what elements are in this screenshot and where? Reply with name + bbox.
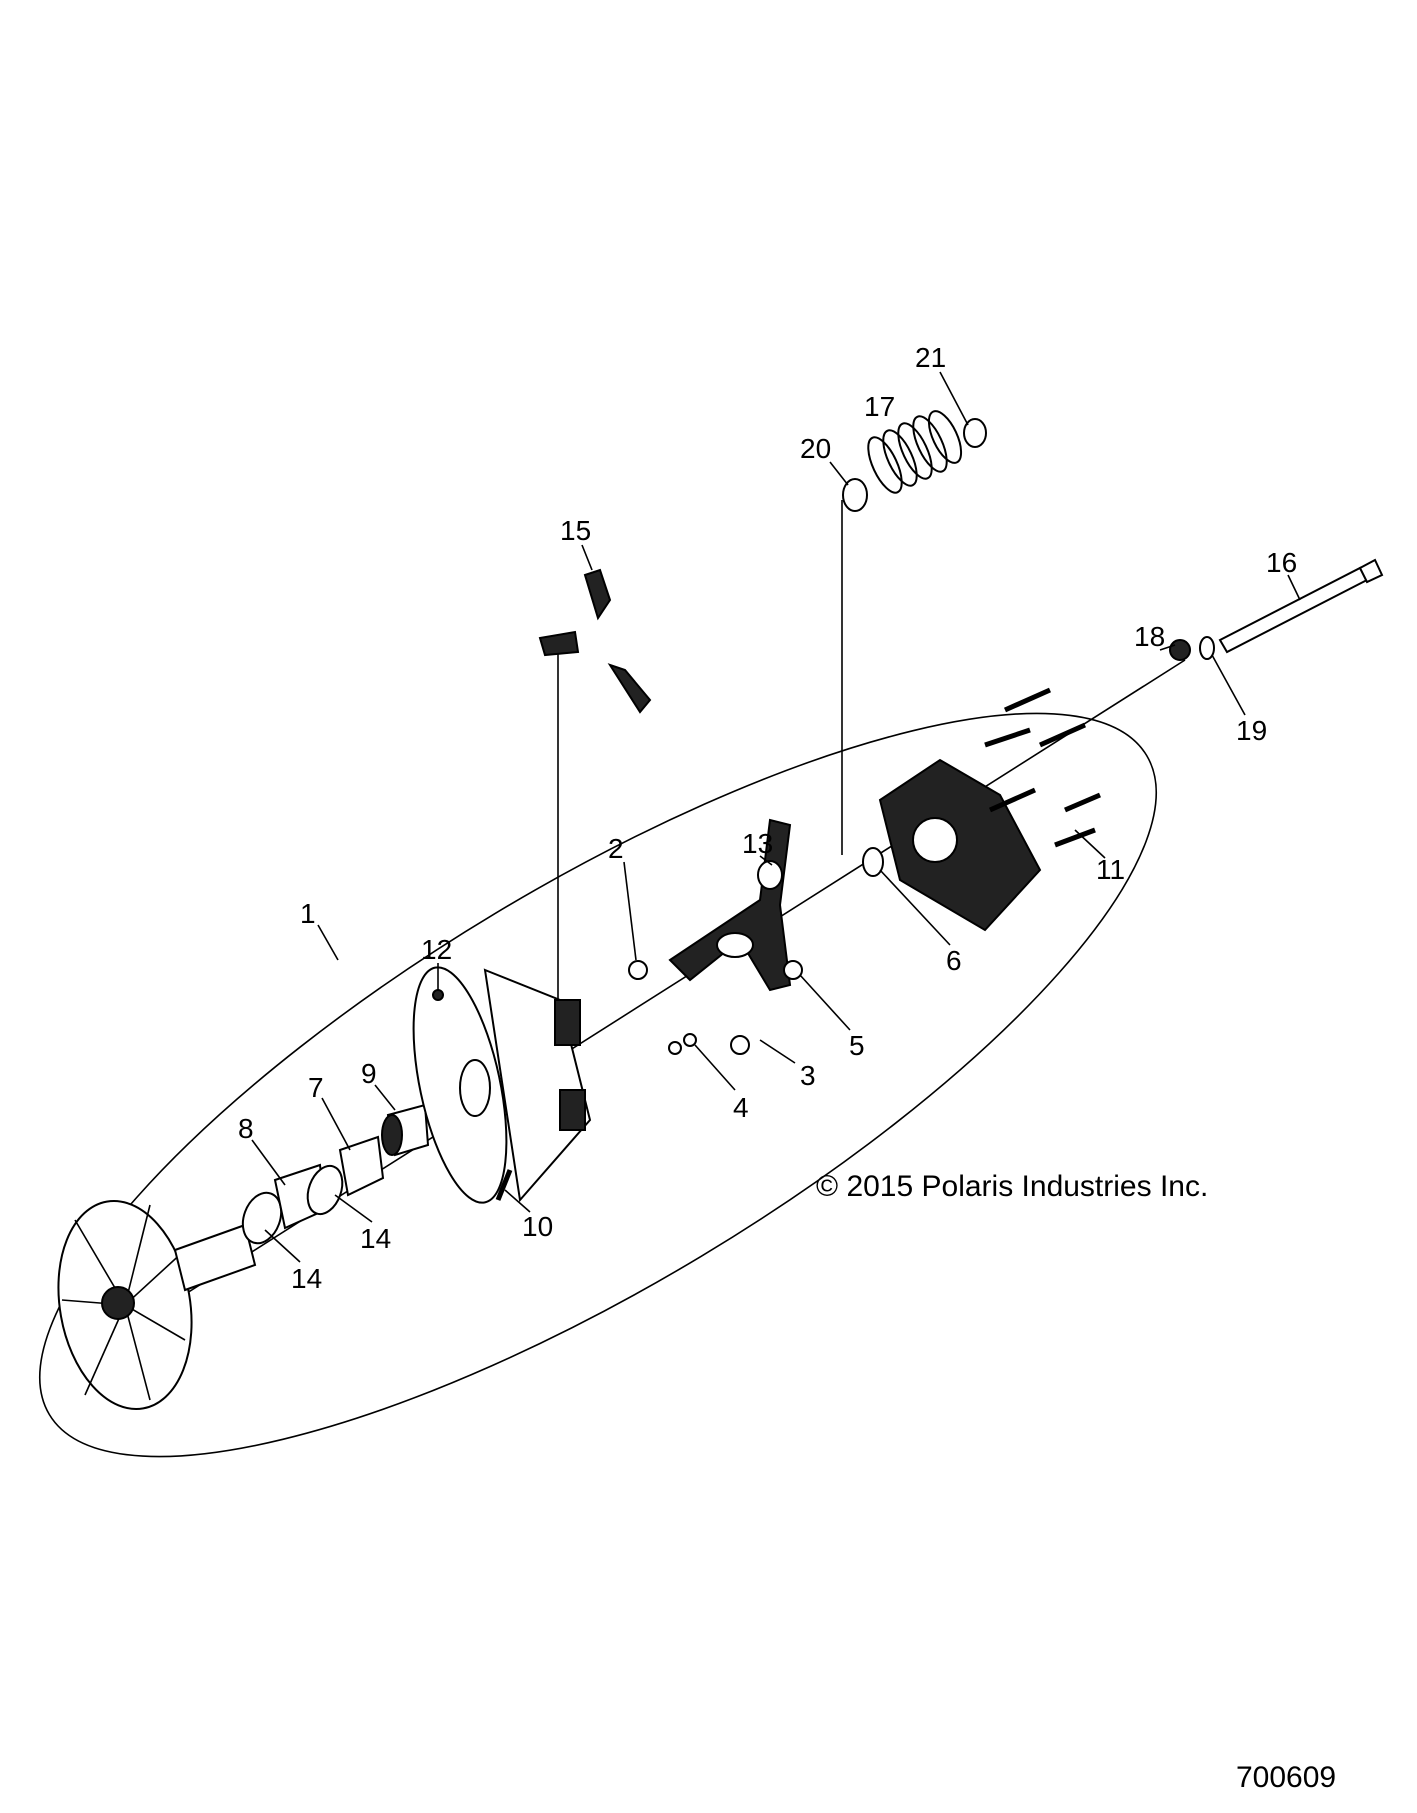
- bushing-6: [862, 847, 884, 877]
- button-5: [783, 960, 803, 980]
- weight-15b: [538, 630, 580, 657]
- fixed-sheave: [57, 1199, 257, 1411]
- callout-12: 12: [421, 934, 452, 965]
- cover: [878, 758, 1042, 932]
- callout-15: 15: [560, 515, 591, 546]
- ring-21: [963, 418, 987, 448]
- callout-9: 9: [361, 1058, 377, 1089]
- callout-21: 21: [915, 342, 946, 373]
- callout-16: 16: [1266, 547, 1297, 578]
- moveable-sheave: [412, 966, 592, 1204]
- roller-2: [628, 960, 648, 980]
- callout-8: 8: [238, 1113, 254, 1144]
- assembly-outline: [39, 712, 1157, 1458]
- ring-14b: [306, 1164, 344, 1216]
- callout-4: 4: [733, 1092, 749, 1123]
- washer-19: [1199, 636, 1215, 660]
- callout-19: 19: [1236, 715, 1267, 746]
- copyright-notice: © 2015 Polaris Industries Inc.: [816, 1170, 1208, 1203]
- callout-18: 18: [1134, 621, 1165, 652]
- callout-5: 5: [849, 1030, 865, 1061]
- callout-17: 17: [864, 391, 895, 422]
- callout-2: 2: [608, 833, 624, 864]
- screw-12: [432, 989, 444, 1001]
- nut-18: [1169, 639, 1191, 661]
- bolts-11: [984, 687, 1101, 848]
- callout-20: 20: [800, 433, 831, 464]
- callout-7: 7: [308, 1072, 324, 1103]
- callout-3: 3: [800, 1060, 816, 1091]
- bushing-7: [338, 1135, 385, 1197]
- washer-4: [683, 1033, 697, 1047]
- ring-14a: [241, 1191, 283, 1245]
- callout-10: 10: [522, 1211, 553, 1242]
- spring-17: [867, 410, 963, 494]
- bolt-16: [1218, 558, 1384, 654]
- callout-13: 13: [742, 828, 773, 859]
- washer-4b: [668, 1041, 682, 1055]
- callout-6: 6: [946, 945, 962, 976]
- callout-14b: 14: [291, 1263, 322, 1294]
- callout-leaders: [251, 371, 1301, 1263]
- bearing-13: [757, 860, 783, 890]
- callout-11: 11: [1096, 854, 1125, 885]
- callout-14a: 14: [360, 1223, 391, 1254]
- center-axis: [175, 659, 1186, 1301]
- pin-10: [495, 1169, 513, 1201]
- callout-1: 1: [300, 898, 316, 929]
- drawing-number: 700609: [1236, 1761, 1336, 1794]
- weight-15a: [583, 568, 612, 621]
- pin-3: [730, 1035, 750, 1055]
- weight-15c: [607, 663, 652, 714]
- ring-20: [842, 478, 868, 512]
